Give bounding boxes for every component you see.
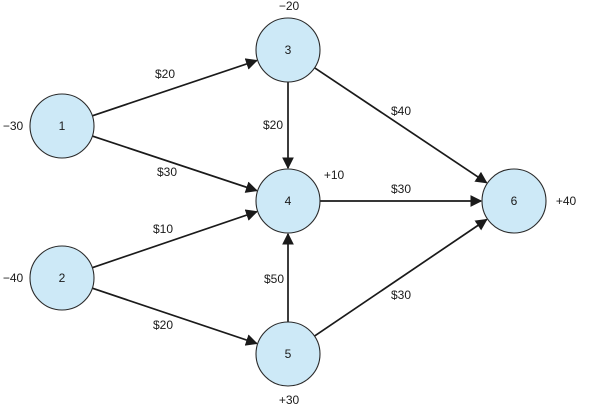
edge-labels-layer: $20 $30 $10 $20 $20 $40 $30 $50 $30 (153, 67, 411, 332)
node-2-supply-label: −40 (3, 271, 24, 285)
edge-cost-label: $50 (264, 272, 284, 286)
edge-cost-label: $20 (263, 118, 283, 132)
edge-1-to-4 (92, 135, 258, 193)
node-1: 1 (29, 93, 95, 159)
node-label: 6 (511, 194, 518, 208)
node-circle (255, 168, 321, 234)
node-6-supply-label: +40 (556, 194, 577, 208)
node-circle (29, 245, 95, 311)
node-4: 4 (255, 168, 321, 234)
node-label: 3 (285, 43, 292, 57)
node-6: 6 (481, 168, 547, 234)
edges-layer (92, 58, 488, 346)
node-circle (255, 321, 321, 387)
node-4-supply-label: +10 (324, 168, 345, 182)
edge-cost-label: $30 (391, 182, 411, 196)
node-5: 5 (255, 321, 321, 387)
edge-1-to-3 (92, 58, 258, 117)
node-label: 5 (285, 347, 292, 361)
edge-cost-label: $30 (391, 288, 411, 302)
edge-2-to-4 (92, 209, 258, 269)
edge-cost-label: $20 (153, 318, 173, 332)
edge-cost-label: $30 (157, 165, 177, 179)
node-1-supply-label: −30 (3, 119, 24, 133)
edge-3-to-6 (314, 67, 488, 184)
node-3: 3 (255, 17, 321, 83)
edge-cost-label: $20 (155, 67, 175, 81)
node-5-supply-label: +30 (279, 393, 300, 407)
node-label: 2 (59, 271, 66, 285)
edge-cost-label: $40 (391, 104, 411, 118)
node-label: 1 (59, 119, 66, 133)
edge-5-to-6 (314, 218, 488, 337)
node-3-supply-label: −20 (279, 0, 300, 13)
node-2: 2 (29, 245, 95, 311)
node-circle (481, 168, 547, 234)
nodes-layer: 1 2 3 4 5 6 (29, 17, 547, 387)
node-circle (29, 93, 95, 159)
node-circle (255, 17, 321, 83)
supply-labels-layer: −30 −40 −20 +10 +30 +40 (3, 0, 577, 407)
edge-2-to-5 (92, 287, 258, 346)
node-label: 4 (285, 194, 292, 208)
edge-cost-label: $10 (153, 222, 173, 236)
